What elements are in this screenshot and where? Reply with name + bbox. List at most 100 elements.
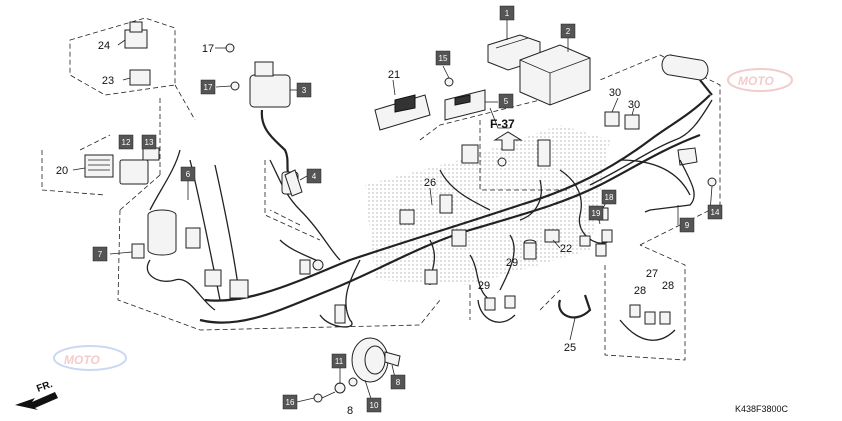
callout-c17b: 17 <box>200 79 216 95</box>
callout-box <box>588 205 604 221</box>
callout-number: 8 <box>347 405 353 417</box>
callout-number: 28 <box>662 280 674 292</box>
callout-number: 11 <box>335 357 344 366</box>
callout-c8b: 8 <box>347 405 353 417</box>
ref-f37: F-37 <box>490 117 523 151</box>
callout-number: 2 <box>566 27 571 36</box>
callout-box <box>366 397 382 413</box>
callout-box <box>282 394 298 410</box>
callout-box <box>141 134 157 150</box>
callout-c29a: 29 <box>478 280 490 292</box>
callout-number: 26 <box>424 177 436 189</box>
callout-c21: 21 <box>388 69 400 81</box>
callout-number: 15 <box>439 54 448 63</box>
callout-number: 14 <box>711 208 720 217</box>
callout-box <box>118 134 134 150</box>
harness-connectors <box>204 139 560 324</box>
callout-c6: 6 <box>180 166 196 182</box>
callout-c3: 3 <box>296 82 312 98</box>
callout-c4: 4 <box>306 168 322 184</box>
callout-c11: 11 <box>331 353 347 369</box>
callout-c10: 10 <box>366 397 382 413</box>
callout-box <box>92 246 108 262</box>
document-code: K438F3800C <box>735 404 789 414</box>
dotted-shading <box>365 125 610 285</box>
callout-box <box>306 168 322 184</box>
callout-box <box>296 82 312 98</box>
callout-c13: 13 <box>141 134 157 150</box>
callout-number: 29 <box>478 280 490 292</box>
watermark-logo: MOTO MOTO <box>53 68 793 371</box>
callout-number: 30 <box>628 99 640 111</box>
callout-number: 16 <box>286 398 295 407</box>
svg-text:FR.: FR. <box>35 379 54 395</box>
callout-number: 18 <box>605 193 614 202</box>
callout-number: 22 <box>560 243 572 255</box>
callout-c18: 18 <box>601 189 617 205</box>
main-outline <box>159 84 570 191</box>
relay-box-outline <box>41 17 176 196</box>
callout-c8: 8 <box>390 374 406 390</box>
part-6-connector <box>185 227 201 249</box>
callout-box <box>435 50 451 66</box>
part-12-component <box>119 159 149 185</box>
callout-box <box>180 166 196 182</box>
callout-c20: 20 <box>56 165 68 177</box>
clamp-part <box>558 294 592 319</box>
callout-box <box>601 189 617 205</box>
callout-number: 1 <box>505 9 510 18</box>
relay-23-part <box>129 69 151 86</box>
callout-box <box>200 79 216 95</box>
capacitor-part <box>131 209 177 259</box>
callout-box <box>707 204 723 220</box>
callout-box <box>331 353 347 369</box>
callout-number: 4 <box>312 172 317 181</box>
callout-number: 13 <box>145 138 154 147</box>
control-unit-part <box>519 44 591 106</box>
relay-holder-part <box>444 89 486 121</box>
callout-c1: 1 <box>499 5 515 21</box>
callout-c15: 15 <box>435 50 451 66</box>
callout-number: 28 <box>634 285 646 297</box>
callout-number: 25 <box>564 342 576 354</box>
callout-c2: 2 <box>560 23 576 39</box>
callout-box <box>679 217 695 233</box>
callout-number: 23 <box>102 75 114 87</box>
callout-number: 8 <box>396 378 401 387</box>
canister-part <box>661 54 713 96</box>
svg-text:F-37: F-37 <box>490 117 515 131</box>
callout-c29b: 29 <box>506 257 518 269</box>
callout-box <box>498 93 514 109</box>
callout-number: 30 <box>609 87 621 99</box>
callout-c28a: 28 <box>634 285 646 297</box>
callout-c7: 7 <box>92 246 108 262</box>
part-13-component <box>142 147 160 161</box>
callout-box <box>560 23 576 39</box>
callout-c9: 9 <box>679 217 695 233</box>
callout-number: 24 <box>98 40 110 52</box>
callout-c16: 16 <box>282 394 298 410</box>
horn-fasteners <box>313 377 358 403</box>
callout-number: 29 <box>506 257 518 269</box>
callout-c26: 26 <box>424 177 436 189</box>
callout-number: 7 <box>98 250 103 259</box>
callout-c27: 27 <box>646 268 658 280</box>
callout-c5: 5 <box>498 93 514 109</box>
callout-c23: 23 <box>102 75 114 87</box>
part-20-component <box>84 154 114 178</box>
callout-number: 17 <box>202 43 214 55</box>
assembly-outline <box>117 54 721 361</box>
callout-number: 10 <box>370 401 379 410</box>
callout-c30b: 30 <box>628 99 640 111</box>
front-direction-arrow: FR. <box>15 379 58 410</box>
callout-box <box>390 374 406 390</box>
spark-plug-cap-part <box>284 169 303 197</box>
callout-number: 5 <box>504 97 509 106</box>
relay-connector-part <box>374 94 431 131</box>
horn-part <box>351 337 401 383</box>
callout-c30a: 30 <box>609 87 621 99</box>
svg-text:MOTO: MOTO <box>738 74 774 88</box>
callout-c24: 24 <box>98 40 110 52</box>
callout-number: 17 <box>204 83 213 92</box>
